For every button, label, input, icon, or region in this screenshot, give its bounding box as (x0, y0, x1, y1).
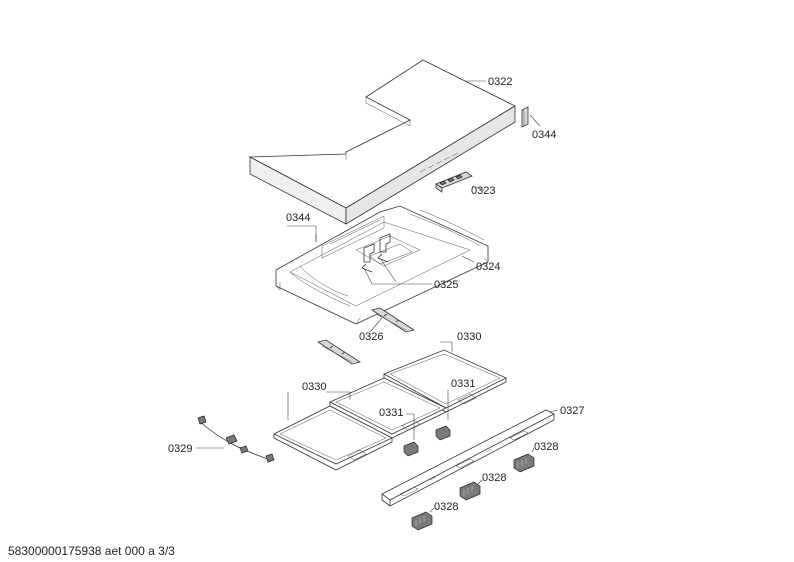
label-0329: 0329 (168, 443, 192, 455)
label-0344-right: 0344 (532, 129, 556, 141)
document-id-footer: 58300000175938 aet 000 a 3/3 (8, 544, 175, 558)
part-connector-0328-right (513, 453, 535, 473)
label-0326: 0326 (359, 331, 383, 343)
cover-vent-slots (419, 152, 459, 173)
label-0328-bottom: 0328 (434, 501, 458, 513)
label-0331-right: 0331 (451, 378, 475, 390)
part-grease-filter-top (383, 349, 507, 413)
part-filter-clip-left (403, 441, 419, 457)
label-0331-left: 0331 (379, 407, 403, 419)
label-0323: 0323 (471, 185, 495, 197)
part-front-fascia-0327 (381, 409, 555, 507)
label-0344-left: 0344 (286, 212, 310, 224)
label-0328-right: 0328 (534, 441, 558, 453)
label-0322: 0322 (488, 76, 512, 88)
part-wiring-harness-0329 (197, 415, 275, 463)
label-0328-mid: 0328 (482, 472, 506, 484)
part-switch-module-0323 (435, 171, 473, 193)
label-0330-left: 0330 (302, 381, 326, 393)
part-filter-clip-right (435, 425, 451, 441)
label-0325: 0325 (434, 279, 458, 291)
label-0327: 0327 (560, 405, 584, 417)
part-hinge-brackets-0325 (361, 233, 391, 273)
label-0330-top: 0330 (457, 331, 481, 343)
part-bracket-0344-right (521, 106, 529, 128)
part-light-rails-0326 (317, 307, 415, 365)
part-connector-0328-bottom (411, 511, 433, 531)
label-0324: 0324 (476, 261, 500, 273)
part-grease-filter-left (273, 405, 393, 471)
part-connector-0328-mid (459, 481, 481, 501)
part-cover-0322 (248, 59, 516, 225)
part-chassis-0324 (275, 205, 489, 325)
